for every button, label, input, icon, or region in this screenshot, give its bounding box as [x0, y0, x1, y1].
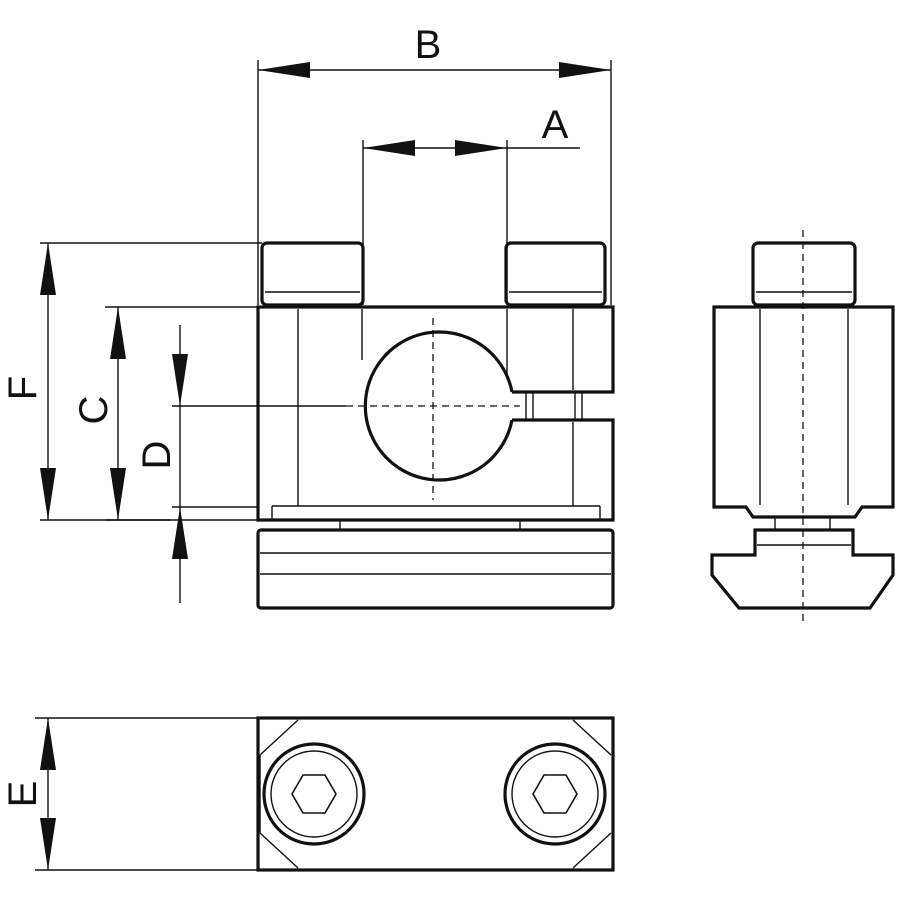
dim-label-f: F — [1, 376, 45, 400]
dim-label-e: E — [1, 781, 45, 808]
dim-label-d: D — [135, 441, 179, 470]
front-screw-head-right — [504, 241, 607, 307]
front-view — [256, 241, 615, 610]
top-view — [256, 716, 615, 872]
dim-label-c: C — [72, 396, 116, 425]
dim-label-b: B — [415, 23, 442, 67]
hex-socket-right-icon — [532, 774, 578, 814]
front-bore — [363, 330, 514, 482]
dimension-lines — [35, 60, 612, 871]
dim-label-a: A — [542, 103, 569, 147]
side-screw-head — [751, 241, 857, 307]
front-screw-head-left — [260, 241, 365, 307]
hex-socket-left-icon — [291, 774, 337, 814]
side-view — [710, 230, 895, 622]
front-slot-nut — [256, 528, 615, 610]
